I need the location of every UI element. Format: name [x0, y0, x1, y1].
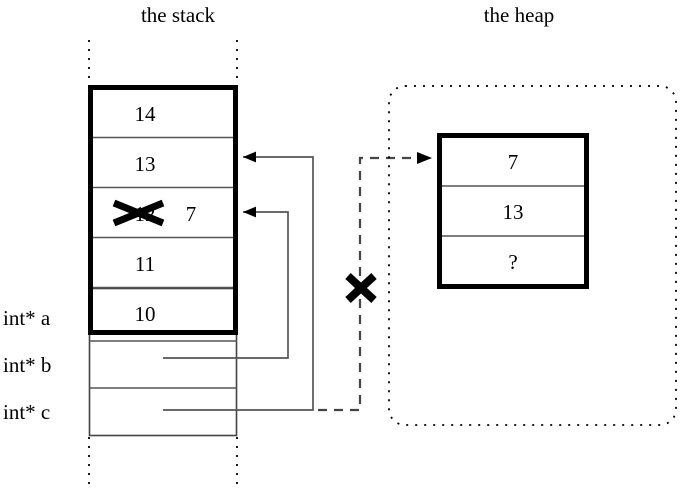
- heap-cell-value-2: ?: [508, 250, 517, 274]
- heap-title: the heap: [484, 3, 555, 27]
- stale-pointer-to-heap: [318, 152, 432, 412]
- pointer-b-to-stack-cell-2: [163, 206, 289, 359]
- pointer-c-to-stack-cell-1: [163, 151, 314, 411]
- variable-label-a: int* a: [3, 306, 51, 330]
- heap-region-boundary: [388, 85, 677, 426]
- stack-cell-new-value-2: 7: [186, 202, 197, 226]
- cross-out-icon-stale-pointer: [345, 273, 377, 303]
- stack-cell-value-0: 14: [135, 102, 157, 126]
- stack-cell-value-1: 13: [135, 152, 156, 176]
- stack-title: the stack: [141, 3, 216, 27]
- variable-label-b: int* b: [3, 353, 51, 377]
- stack-cell-value-3: 11: [135, 252, 155, 276]
- stack-variable-frame: [88, 287, 238, 437]
- cross-out-icon-stack-cell-2: [112, 199, 165, 227]
- stack-value-frame: [88, 85, 238, 335]
- stack-cell-value-4: 10: [135, 302, 156, 326]
- heap-cell-value-1: 13: [503, 200, 524, 224]
- heap-cell-value-0: 7: [508, 150, 519, 174]
- variable-label-c: int* c: [3, 400, 50, 424]
- heap-block-frame: [437, 133, 589, 289]
